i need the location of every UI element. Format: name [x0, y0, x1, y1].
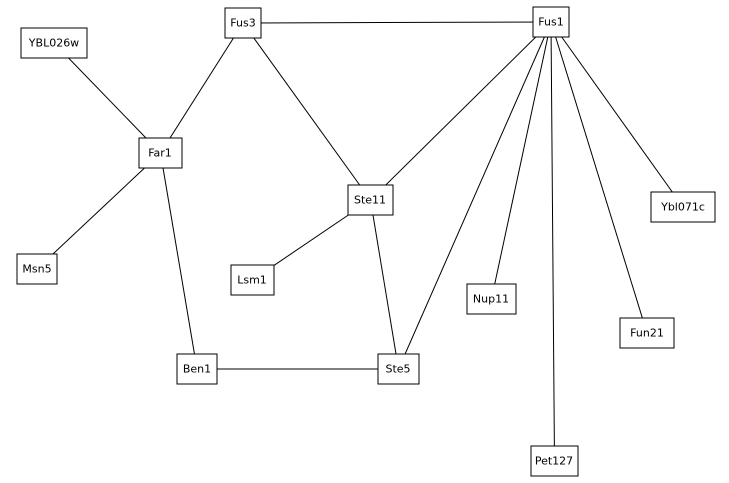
edge-fus1-pet127: [550, 21, 555, 462]
edge-fus3-fus1: [242, 21, 552, 24]
node-label-ybl026w: YBL026w: [28, 37, 79, 50]
node-fus3[interactable]: Fus3: [224, 7, 262, 39]
node-label-fun21: Fun21: [630, 327, 664, 340]
node-label-lsm1: Lsm1: [237, 274, 267, 287]
node-fun21[interactable]: Fun21: [619, 317, 675, 349]
node-label-pet127: Pet127: [535, 455, 573, 468]
edge-far1-msn5: [36, 152, 161, 270]
node-nup11[interactable]: Nup11: [466, 283, 517, 315]
node-ben1[interactable]: Ben1: [176, 353, 218, 385]
nodes-layer: Fus3 Fus1 YBL026w Far1 Ste11 Ybl071c Msn…: [16, 6, 716, 477]
node-fus1[interactable]: Fus1: [532, 6, 570, 38]
node-label-ben1: Ben1: [183, 363, 211, 376]
edge-ste11-ste5: [370, 199, 399, 370]
node-label-msn5: Msn5: [22, 263, 51, 276]
node-label-ybl071c: Ybl071c: [660, 201, 705, 214]
edges-layer: [36, 21, 684, 462]
node-label-fus3: Fus3: [230, 17, 255, 30]
node-label-ste5: Ste5: [385, 363, 410, 376]
edge-fus1-ste5: [398, 21, 552, 370]
node-ste5[interactable]: Ste5: [377, 353, 420, 385]
node-lsm1[interactable]: Lsm1: [230, 264, 275, 296]
node-pet127[interactable]: Pet127: [530, 445, 579, 477]
node-ybl071c[interactable]: Ybl071c: [650, 191, 716, 223]
node-far1[interactable]: Far1: [138, 137, 183, 169]
edge-fus3-far1: [160, 22, 244, 154]
edge-fus1-nup11: [491, 21, 552, 300]
node-label-fus1: Fus1: [538, 16, 563, 29]
node-label-ste11: Ste11: [354, 194, 386, 207]
edge-fus1-ybl071c: [550, 21, 684, 208]
edge-ybl026w-far1: [53, 42, 161, 154]
node-msn5[interactable]: Msn5: [16, 253, 58, 285]
node-label-nup11: Nup11: [473, 293, 509, 306]
edge-fus1-fun21: [550, 21, 648, 334]
node-label-far1: Far1: [148, 147, 172, 160]
node-ybl026w[interactable]: YBL026w: [20, 27, 88, 59]
edge-fus1-ste11: [370, 21, 552, 201]
edge-fus3-ste11: [242, 22, 371, 201]
edge-far1-ben1: [160, 152, 198, 370]
node-ste11[interactable]: Ste11: [347, 184, 394, 216]
